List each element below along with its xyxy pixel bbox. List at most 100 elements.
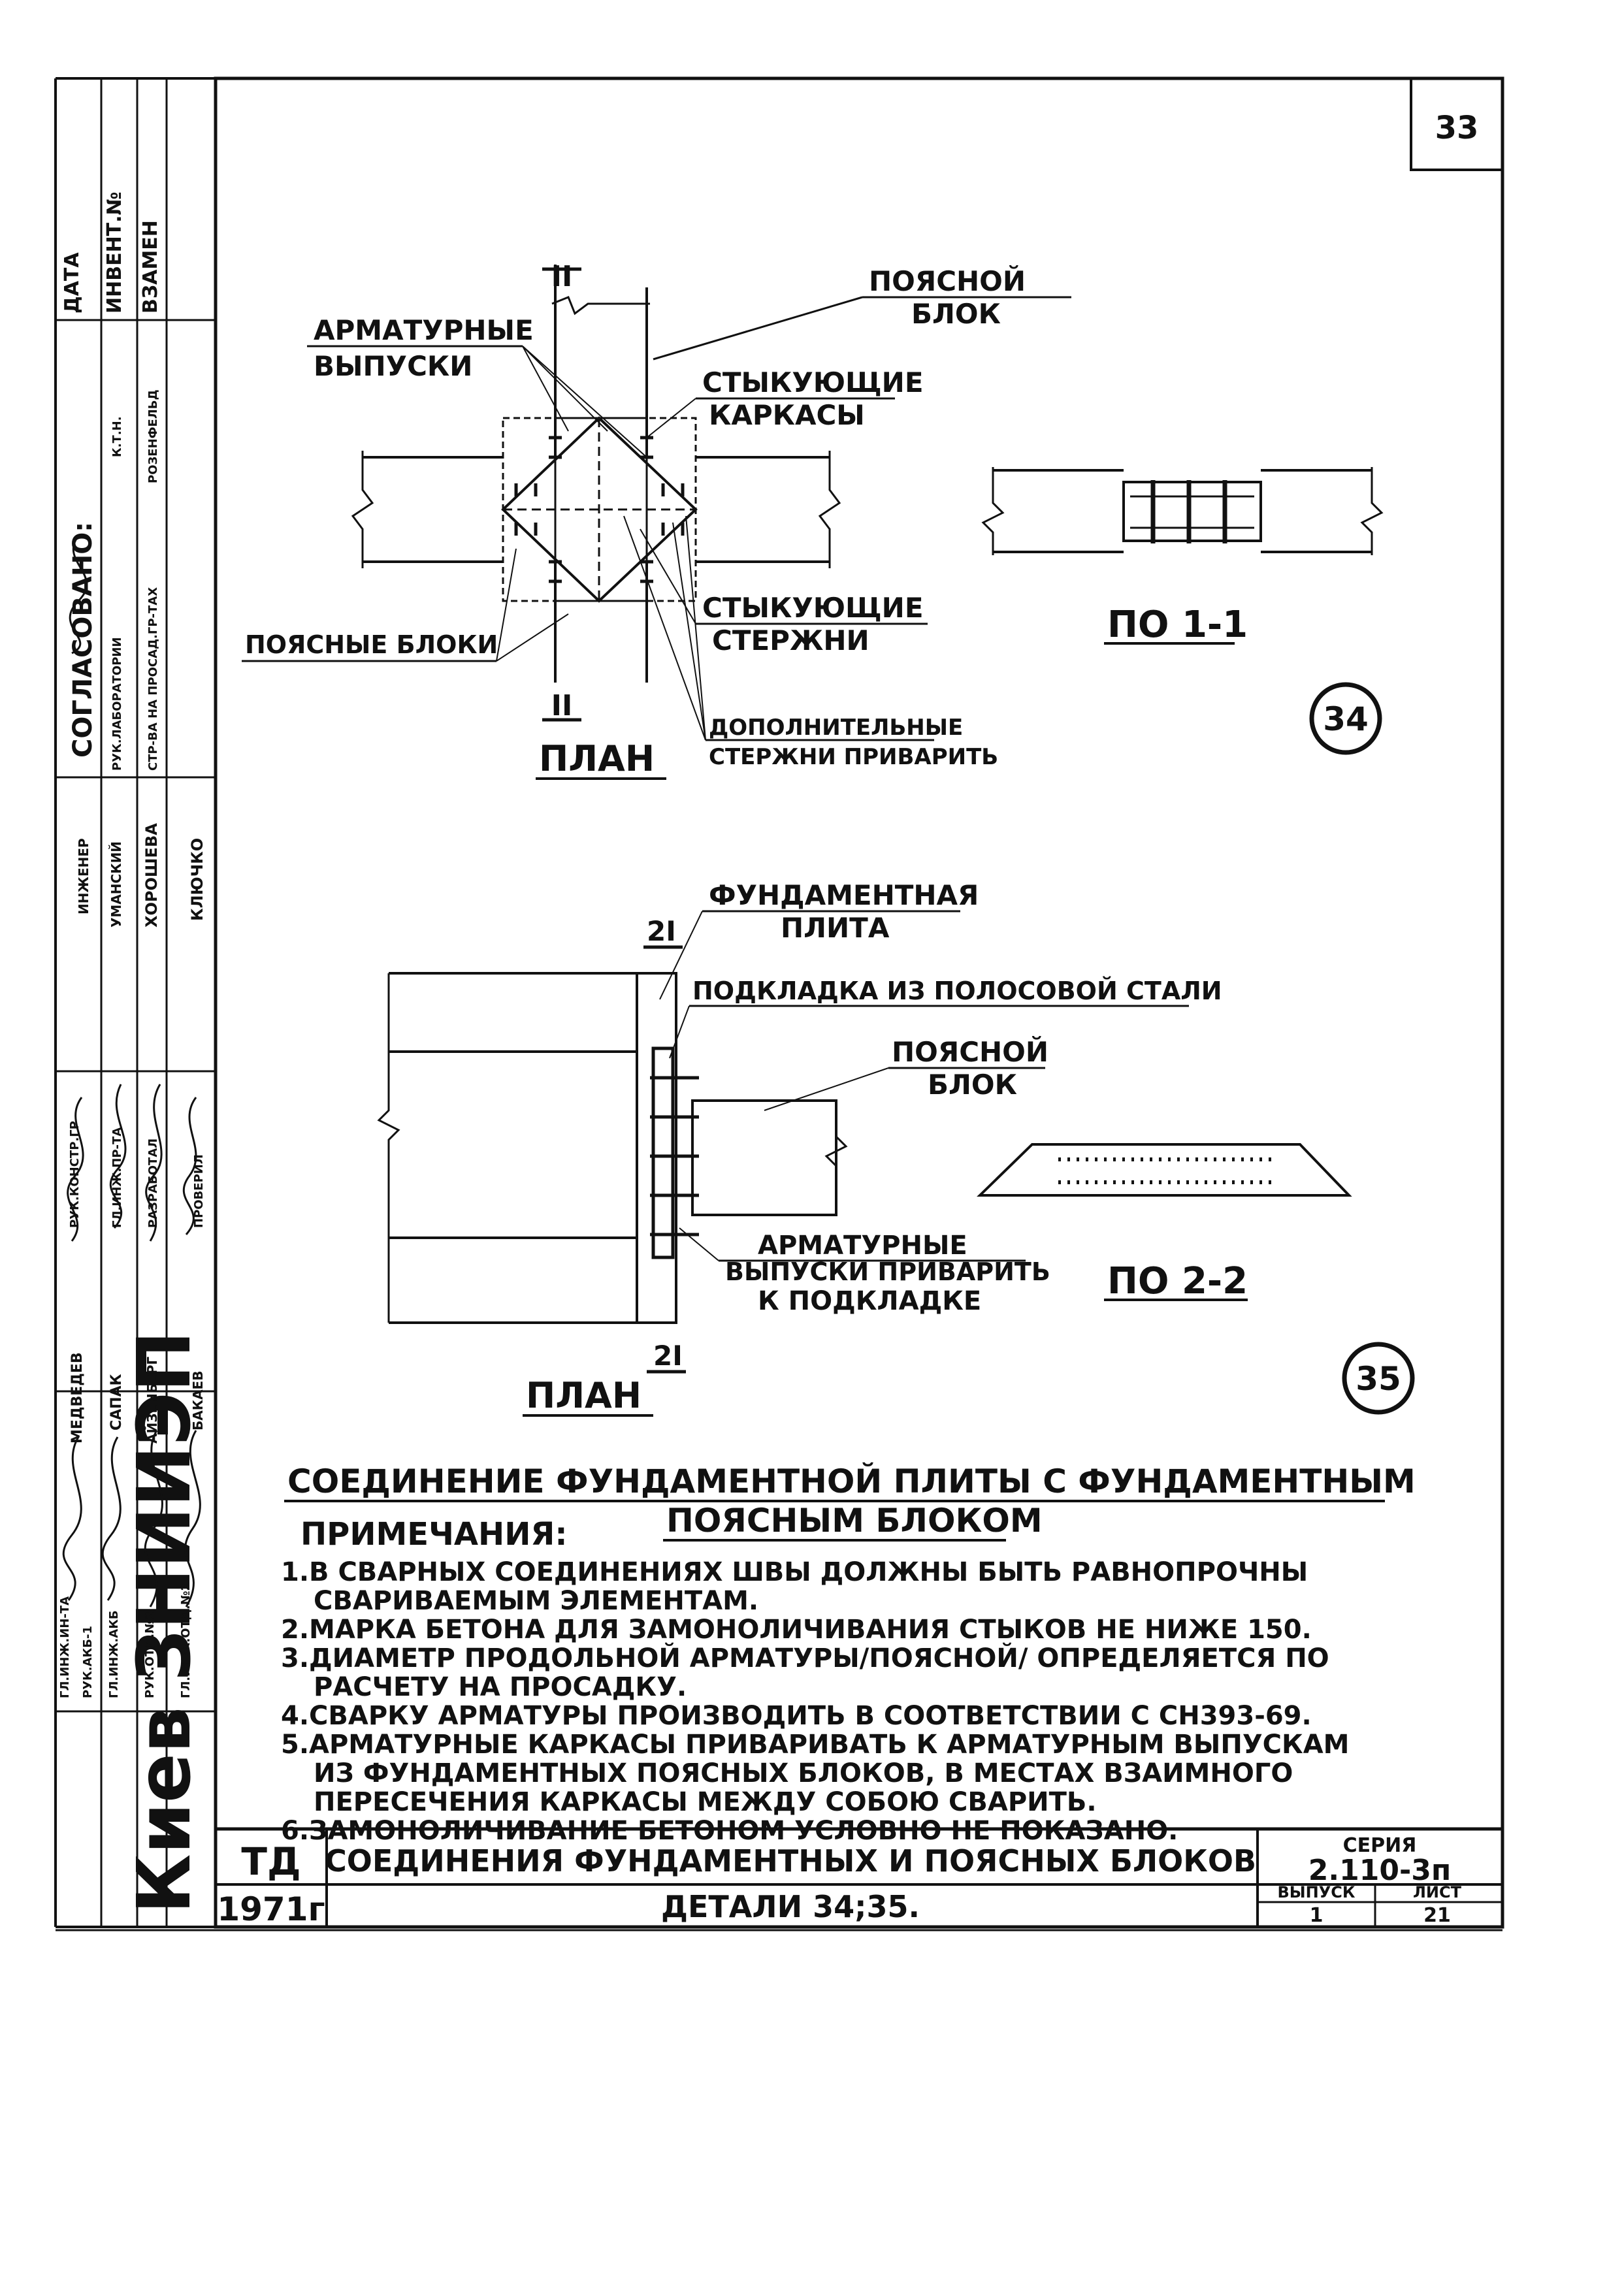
- section-11-joint: [1122, 481, 1262, 542]
- stamp-engineer: ИНЖЕНЕР: [76, 838, 91, 914]
- stamp-name-4: БАКАЕВ: [190, 1371, 206, 1430]
- leader-extra-2: [623, 515, 706, 741]
- slab-break: [377, 973, 400, 1323]
- section-22-outline: [977, 1143, 1352, 1197]
- detail-35: 2I 2I ФУНДАМЕНТНАЯ ПЛИТА ПОДКЛАДКА ИЗ ПО…: [377, 879, 1415, 1417]
- stamp-role2-4: ПРОВЕРИЛ: [192, 1154, 206, 1228]
- stamp-klyuchko: КЛЮЧКО: [188, 838, 206, 921]
- label-belt-blocks: ПОЯСНЫЕ БЛОКИ: [245, 630, 498, 659]
- td-mark: ТД: [241, 1839, 300, 1884]
- leader-slab: [659, 911, 703, 1000]
- slab-edge: [636, 972, 677, 1324]
- stamp-name-3: АЙЗЕНБЕРГ: [144, 1357, 160, 1444]
- sheet-border: [214, 76, 1504, 1929]
- leader-frames: [646, 398, 696, 438]
- label-joining-frames-1: СТЫКУЮЩИЕ: [702, 366, 924, 398]
- signature-7: [101, 1436, 122, 1601]
- detail-marker-35: [1342, 1342, 1415, 1415]
- note-line: 6.ЗАМОНОЛИЧИВАНИЕ БЕТОНОМ УСЛОВНО НЕ ПОК…: [281, 1816, 1178, 1846]
- leader-blocks-1: [496, 548, 517, 662]
- caption-line-2: ПОЯСНЫМ БЛОКОМ: [666, 1502, 1043, 1540]
- org-name: Киев ЗНИИЭП: [122, 1331, 207, 1914]
- signature-6: [62, 1436, 82, 1601]
- steel-pad: [651, 1046, 675, 1259]
- label-extra-rods-2: СТЕРЖНИ ПРИВАРИТЬ: [709, 744, 998, 770]
- label-joining-rods-1: СТЫКУЮЩИЕ: [702, 592, 924, 624]
- cut-mark-2-top: 2I: [647, 915, 676, 947]
- label-outlets-35-1: АРМАТУРНЫЕ: [758, 1231, 967, 1261]
- label-belt-block-35-2: БЛОК: [928, 1069, 1017, 1101]
- label-pad: ПОДКЛАДКА ИЗ ПОЛОСОВОЙ СТАЛИ: [692, 977, 1222, 1005]
- belt-block-break: [824, 1101, 848, 1215]
- break-line-left: [351, 451, 374, 568]
- cut-mark-2-bottom: 2I: [653, 1340, 683, 1372]
- signature-5: [182, 1097, 197, 1235]
- detail-number-35: 35: [1356, 1360, 1401, 1398]
- stamp-rozenfeld: РОЗЕНФЕЛЬД: [146, 390, 160, 484]
- drawing-subtitle: ДЕТАЛИ 34;35.: [661, 1889, 920, 1924]
- leader-blocks-2: [496, 613, 569, 662]
- break-line-top: [551, 296, 650, 315]
- signature-4: [145, 1084, 163, 1242]
- note-line: 2.МАРКА БЕТОНА ДЛЯ ЗАМОНОЛИЧИВАНИЯ СТЫКО…: [281, 1615, 1312, 1645]
- side-stamp: Киев ЗНИИЭП ДАТА ИНВЕНТ.№ ВЗАМЕН СОГЛАСО…: [56, 78, 216, 1927]
- stamp-replace: ВЗАМЕН: [139, 220, 162, 314]
- note-line: ПЕРЕСЕЧЕНИЯ КАРКАСЫ МЕЖДУ СОБОЮ СВАРИТЬ.: [314, 1787, 1097, 1817]
- stamp-role-3: ГЛ.ИНЖ.АКБ: [107, 1610, 121, 1698]
- leader-belt-block: [653, 296, 863, 361]
- caption-line-1: СОЕДИНЕНИЕ ФУНДАМЕНТНОЙ ПЛИТЫ С ФУНДАМЕН…: [287, 1462, 1416, 1500]
- label-belt-block-1: ПОЯСНОЙ: [869, 265, 1026, 297]
- section-label-11: ПО 1-1: [1107, 604, 1248, 646]
- stamp-inv: ИНВЕНТ.№: [103, 191, 126, 314]
- stamp-date: ДАТА: [61, 252, 84, 314]
- leader-pad: [669, 1005, 690, 1059]
- sheet-label: ЛИСТ: [1413, 1883, 1462, 1901]
- drawing-title: СОЕДИНЕНИЯ ФУНДАМЕНТНЫХ И ПОЯСНЫХ БЛОКОВ: [325, 1843, 1256, 1879]
- leader-extra-3: [685, 515, 706, 741]
- leader-extra-1: [672, 522, 706, 741]
- sheet-number: 33: [1435, 110, 1479, 146]
- stamp-umanskiy: УМАНСКИЙ: [108, 841, 124, 928]
- label-joining-frames-2: КАРКАСЫ: [709, 399, 865, 431]
- series-label: СЕРИЯ: [1343, 1834, 1417, 1857]
- cut-mark-bottom: II: [551, 689, 573, 722]
- sheet-number-box: [1410, 77, 1504, 171]
- leader-outlets-3: [522, 346, 647, 458]
- stamp-khorosheva: ХОРОШЕВА: [142, 823, 161, 928]
- stamp-lab-head: РУК.ЛАБОРАТОРИИ: [110, 637, 124, 771]
- signature-3: [109, 1084, 127, 1229]
- note-line: 3.ДИАМЕТР ПРОДОЛЬНОЙ АРМАТУРЫ/ПОЯСНОЙ/ О…: [281, 1642, 1329, 1673]
- detail-marker-34: [1309, 682, 1382, 755]
- stamp-name-2: САПАК: [108, 1374, 125, 1430]
- label-rebar-outlets-1: АРМАТУРНЫЕ: [314, 314, 534, 346]
- stamp-role2-2: ГЛ.ИНЖ.ПР-ТА: [110, 1127, 124, 1228]
- leader-rods: [640, 528, 696, 624]
- stamp-dept: СТР-ВА НА ПРОСАД.ГР-ТАХ: [146, 587, 160, 771]
- signature-8: [144, 1430, 163, 1607]
- stamp-role-5: ГЛ.ИНЖ.ОТД.№2: [179, 1583, 193, 1698]
- title-block: ТД 1971г СОЕДИНЕНИЯ ФУНДАМЕНТНЫХ И ПОЯСН…: [216, 1827, 1502, 1928]
- series-value: 2.110-3п: [1308, 1854, 1451, 1887]
- belt-block-35: [691, 1099, 837, 1216]
- detail-34: II II ПОЯСНОЙ БЛОК АРМАТУРНЫЕ ВЫПУСКИ СТ…: [242, 260, 1384, 780]
- signature-9: [184, 1430, 201, 1607]
- issue-value: 1: [1310, 1904, 1324, 1927]
- leader-outlets-1: [522, 346, 569, 432]
- year: 1971г: [217, 1890, 325, 1928]
- label-slab-1: ФУНДАМЕНТНАЯ: [709, 879, 979, 911]
- note-line: 4.СВАРКУ АРМАТУРЫ ПРОИЗВОДИТЬ В СООТВЕТС…: [281, 1701, 1312, 1731]
- diagonal-rods: [501, 416, 698, 603]
- stamp-ktn: К.Т.Н.: [110, 416, 124, 457]
- section-11-break-left: [981, 467, 1005, 555]
- sheet-value: 21: [1423, 1904, 1451, 1927]
- signature-2: [67, 1097, 84, 1242]
- note-line: РАСЧЕТУ НА ПРОСАДКУ.: [314, 1672, 687, 1702]
- notes-heading: ПРИМЕЧАНИЯ:: [300, 1516, 568, 1553]
- outlets: [650, 1076, 699, 1236]
- label-outlets-35-2: ВЫПУСКИ ПРИВАРИТЬ: [725, 1257, 1050, 1286]
- signature-1: [69, 535, 88, 654]
- plan-label-35: ПЛАН: [526, 1375, 641, 1416]
- plan-label-34: ПЛАН: [539, 738, 655, 779]
- stamp-name-1: МЕДВЕДЕВ: [69, 1352, 86, 1444]
